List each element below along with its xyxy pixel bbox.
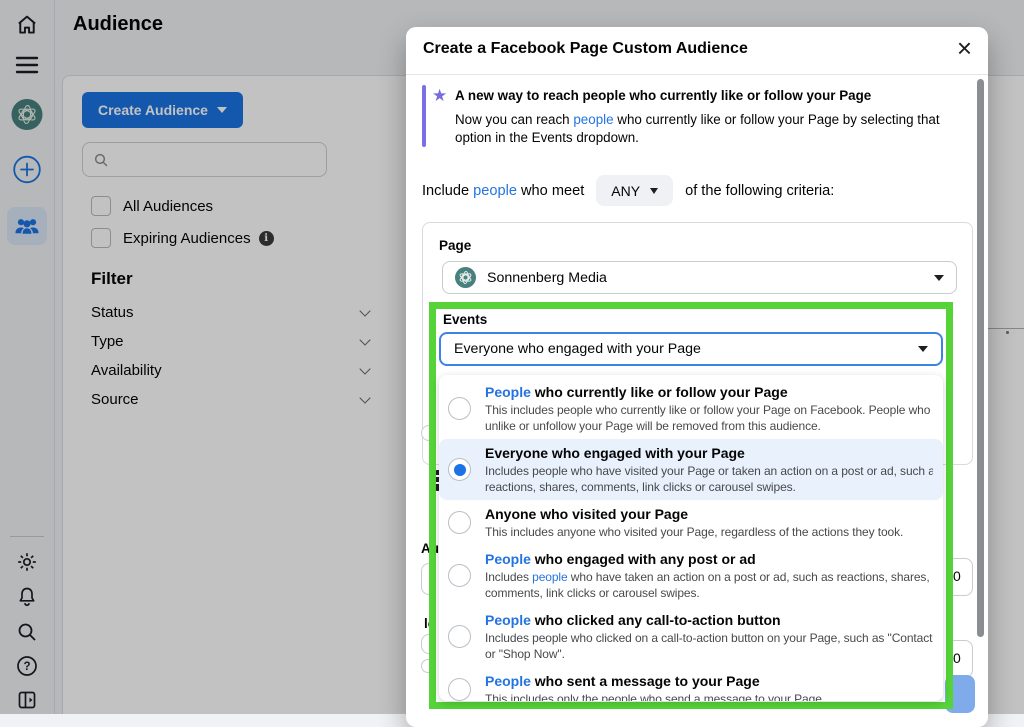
radio-button[interactable] xyxy=(448,397,471,420)
events-select-value: Everyone who engaged with your Page xyxy=(454,341,701,357)
option-description: Includes people who clicked on a call-to… xyxy=(485,630,933,662)
option-title: People who sent a message to your Page xyxy=(485,673,760,689)
people-link[interactable]: people xyxy=(573,112,613,127)
modal-header-divider xyxy=(406,74,988,75)
notice-line: Now you can reach people who currently l… xyxy=(455,111,940,129)
option-title: People who currently like or follow your… xyxy=(485,384,788,400)
include-criteria-row: Include people who meet ANY of the follo… xyxy=(422,175,834,206)
events-dropdown-panel: People who currently like or follow your… xyxy=(439,375,943,701)
people-link[interactable]: People xyxy=(485,384,531,400)
page-select[interactable]: Sonnenberg Media xyxy=(442,261,957,294)
people-link[interactable]: people xyxy=(473,183,517,199)
option-description: This includes anyone who visited your Pa… xyxy=(485,524,903,540)
any-value: ANY xyxy=(611,183,640,199)
option-description-line: unlike or unfollow your Page will be rem… xyxy=(485,418,930,434)
radio-button[interactable] xyxy=(448,678,471,701)
events-option[interactable]: Anyone who visited your Page This includ… xyxy=(439,500,943,545)
option-description-line: Includes people who have visited your Pa… xyxy=(485,463,933,479)
radio-button[interactable] xyxy=(448,564,471,587)
chevron-down-icon xyxy=(650,188,658,194)
option-description: This includes only the people who send a… xyxy=(485,691,825,701)
any-dropdown[interactable]: ANY xyxy=(596,175,673,206)
people-link[interactable]: People xyxy=(485,673,531,689)
notice-body: Now you can reach people who currently l… xyxy=(455,111,940,147)
option-description-line: or "Shop Now". xyxy=(485,646,933,662)
option-description-line: Includes people who clicked on a call-to… xyxy=(485,630,933,646)
page-avatar xyxy=(455,267,476,288)
events-highlight-annotation: Events Everyone who engaged with your Pa… xyxy=(429,302,953,709)
radio-button[interactable] xyxy=(448,458,471,481)
star-icon: ★ xyxy=(432,86,447,106)
option-description-line: Includes people who have taken an action… xyxy=(485,569,930,585)
people-link[interactable]: People xyxy=(485,551,531,567)
option-description-line: This includes only the people who send a… xyxy=(485,691,825,701)
modal-title: Create a Facebook Page Custom Audience xyxy=(423,40,748,58)
option-title: People who engaged with any post or ad xyxy=(485,551,756,567)
option-description-line: reactions, shares, comments, link clicks… xyxy=(485,479,933,495)
option-description-line: comments, link clicks or carousel swipes… xyxy=(485,585,930,601)
create-custom-audience-modal: Create a Facebook Page Custom Audience ×… xyxy=(406,27,988,727)
events-option[interactable]: People who currently like or follow your… xyxy=(439,378,943,439)
chevron-down-icon xyxy=(918,346,928,352)
events-option[interactable]: Everyone who engaged with your Page Incl… xyxy=(439,439,943,500)
option-description: Includes people who have taken an action… xyxy=(485,569,930,601)
notice-heading: A new way to reach people who currently … xyxy=(455,88,871,103)
notice-accent-bar xyxy=(422,85,426,147)
events-option[interactable]: People who engaged with any post or ad I… xyxy=(439,545,943,606)
events-select[interactable]: Everyone who engaged with your Page xyxy=(439,332,943,366)
events-option[interactable]: People who sent a message to your Page T… xyxy=(439,667,943,701)
option-title: Anyone who visited your Page xyxy=(485,506,688,522)
radio-button[interactable] xyxy=(448,511,471,534)
events-option[interactable]: People who clicked any call-to-action bu… xyxy=(439,606,943,667)
option-description: Includes people who have visited your Pa… xyxy=(485,463,933,495)
option-title: Everyone who engaged with your Page xyxy=(485,445,745,461)
option-description-line: This includes anyone who visited your Pa… xyxy=(485,524,903,540)
people-link[interactable]: People xyxy=(485,612,531,628)
include-text-post: of the following criteria: xyxy=(685,183,834,199)
people-link[interactable]: people xyxy=(532,570,567,584)
modal-scrollbar[interactable] xyxy=(977,79,984,637)
notice-line: option in the Events dropdown. xyxy=(455,129,940,147)
page-select-value: Sonnenberg Media xyxy=(487,270,607,286)
page-section-label: Page xyxy=(439,238,471,253)
chevron-down-icon xyxy=(934,275,944,281)
option-title: People who clicked any call-to-action bu… xyxy=(485,612,781,628)
close-icon[interactable]: × xyxy=(957,33,972,64)
option-description: This includes people who currently like … xyxy=(485,402,930,434)
radio-button[interactable] xyxy=(448,625,471,648)
option-description-line: This includes people who currently like … xyxy=(485,402,930,418)
events-section-label: Events xyxy=(443,312,487,327)
include-text: Include people who meet xyxy=(422,183,584,199)
